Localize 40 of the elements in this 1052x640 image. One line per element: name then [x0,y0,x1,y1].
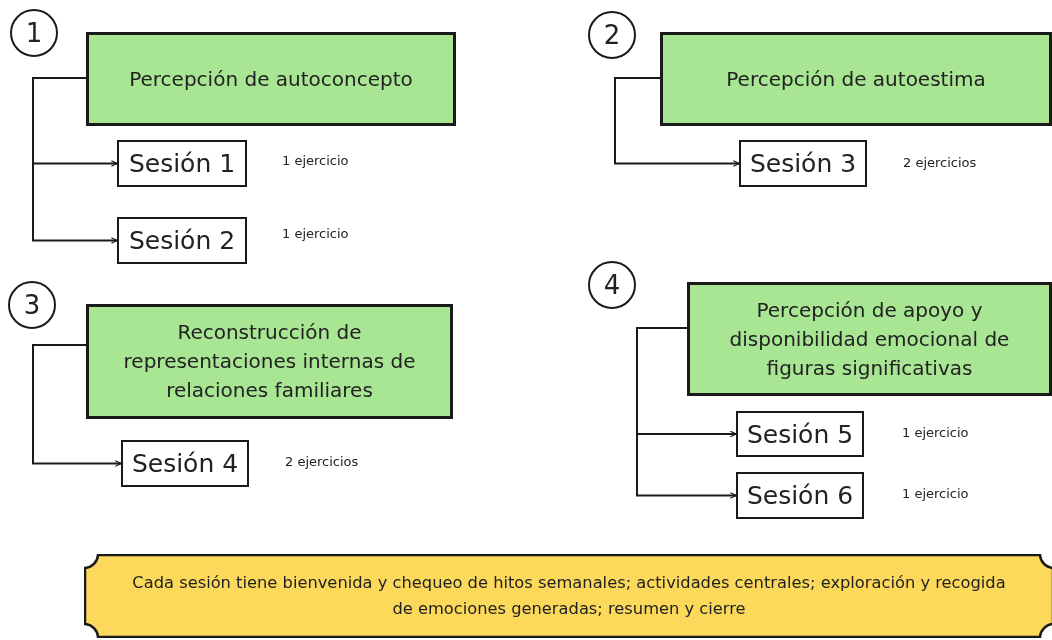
exercise-count: 2 ejercicios [903,155,977,170]
arrow [32,77,118,244]
topic-label: Percepción de autoestima [726,65,986,93]
session-label: Sesión 3 [749,149,857,178]
step-number: 1 [25,18,43,48]
exercise-count: 1 ejercicio [902,486,969,501]
number-circle [588,11,636,59]
session-box [736,411,864,457]
session-box [117,140,247,187]
session-box [121,440,249,487]
number-circle [10,9,58,57]
step-number: 3 [23,290,41,320]
session-label: Sesión 6 [746,481,854,510]
arrow [636,327,737,499]
session-box [739,140,867,187]
topic-label: Percepción de autoconcepto [129,65,413,93]
session-label: Sesión 1 [128,149,236,178]
session-label: Sesión 5 [746,419,854,449]
arrow [614,77,740,167]
banner-text: Cada sesión tiene bienvenida y chequeo de hitos semanales; actividades centrales; exploración y recogida de emociones generadas; resumen y cierre [131,571,1007,620]
number-circle [588,261,636,309]
topic-box [660,32,1052,126]
topic-box [687,282,1052,396]
step-number: 4 [603,270,621,300]
topic-box [86,32,456,126]
exercise-count: 1 ejercicio [282,153,349,168]
session-box [736,472,864,519]
session-label: Sesión 4 [131,449,239,478]
topic-label: Percepción de apoyo y disponibilidad emocional de figuras significativas [728,296,1011,382]
arrow [32,344,122,467]
exercise-count: 2 ejercicios [285,454,359,469]
note-banner [84,554,1052,638]
step-number: 2 [603,20,621,50]
number-circle [8,281,56,329]
topic-label: Reconstrucción de representaciones internas de relaciones familiares [122,319,417,404]
topic-box [86,304,453,419]
exercise-count: 1 ejercicio [902,425,969,440]
session-label: Sesión 2 [128,226,236,255]
session-box [117,217,247,264]
exercise-count: 1 ejercicio [282,226,349,241]
